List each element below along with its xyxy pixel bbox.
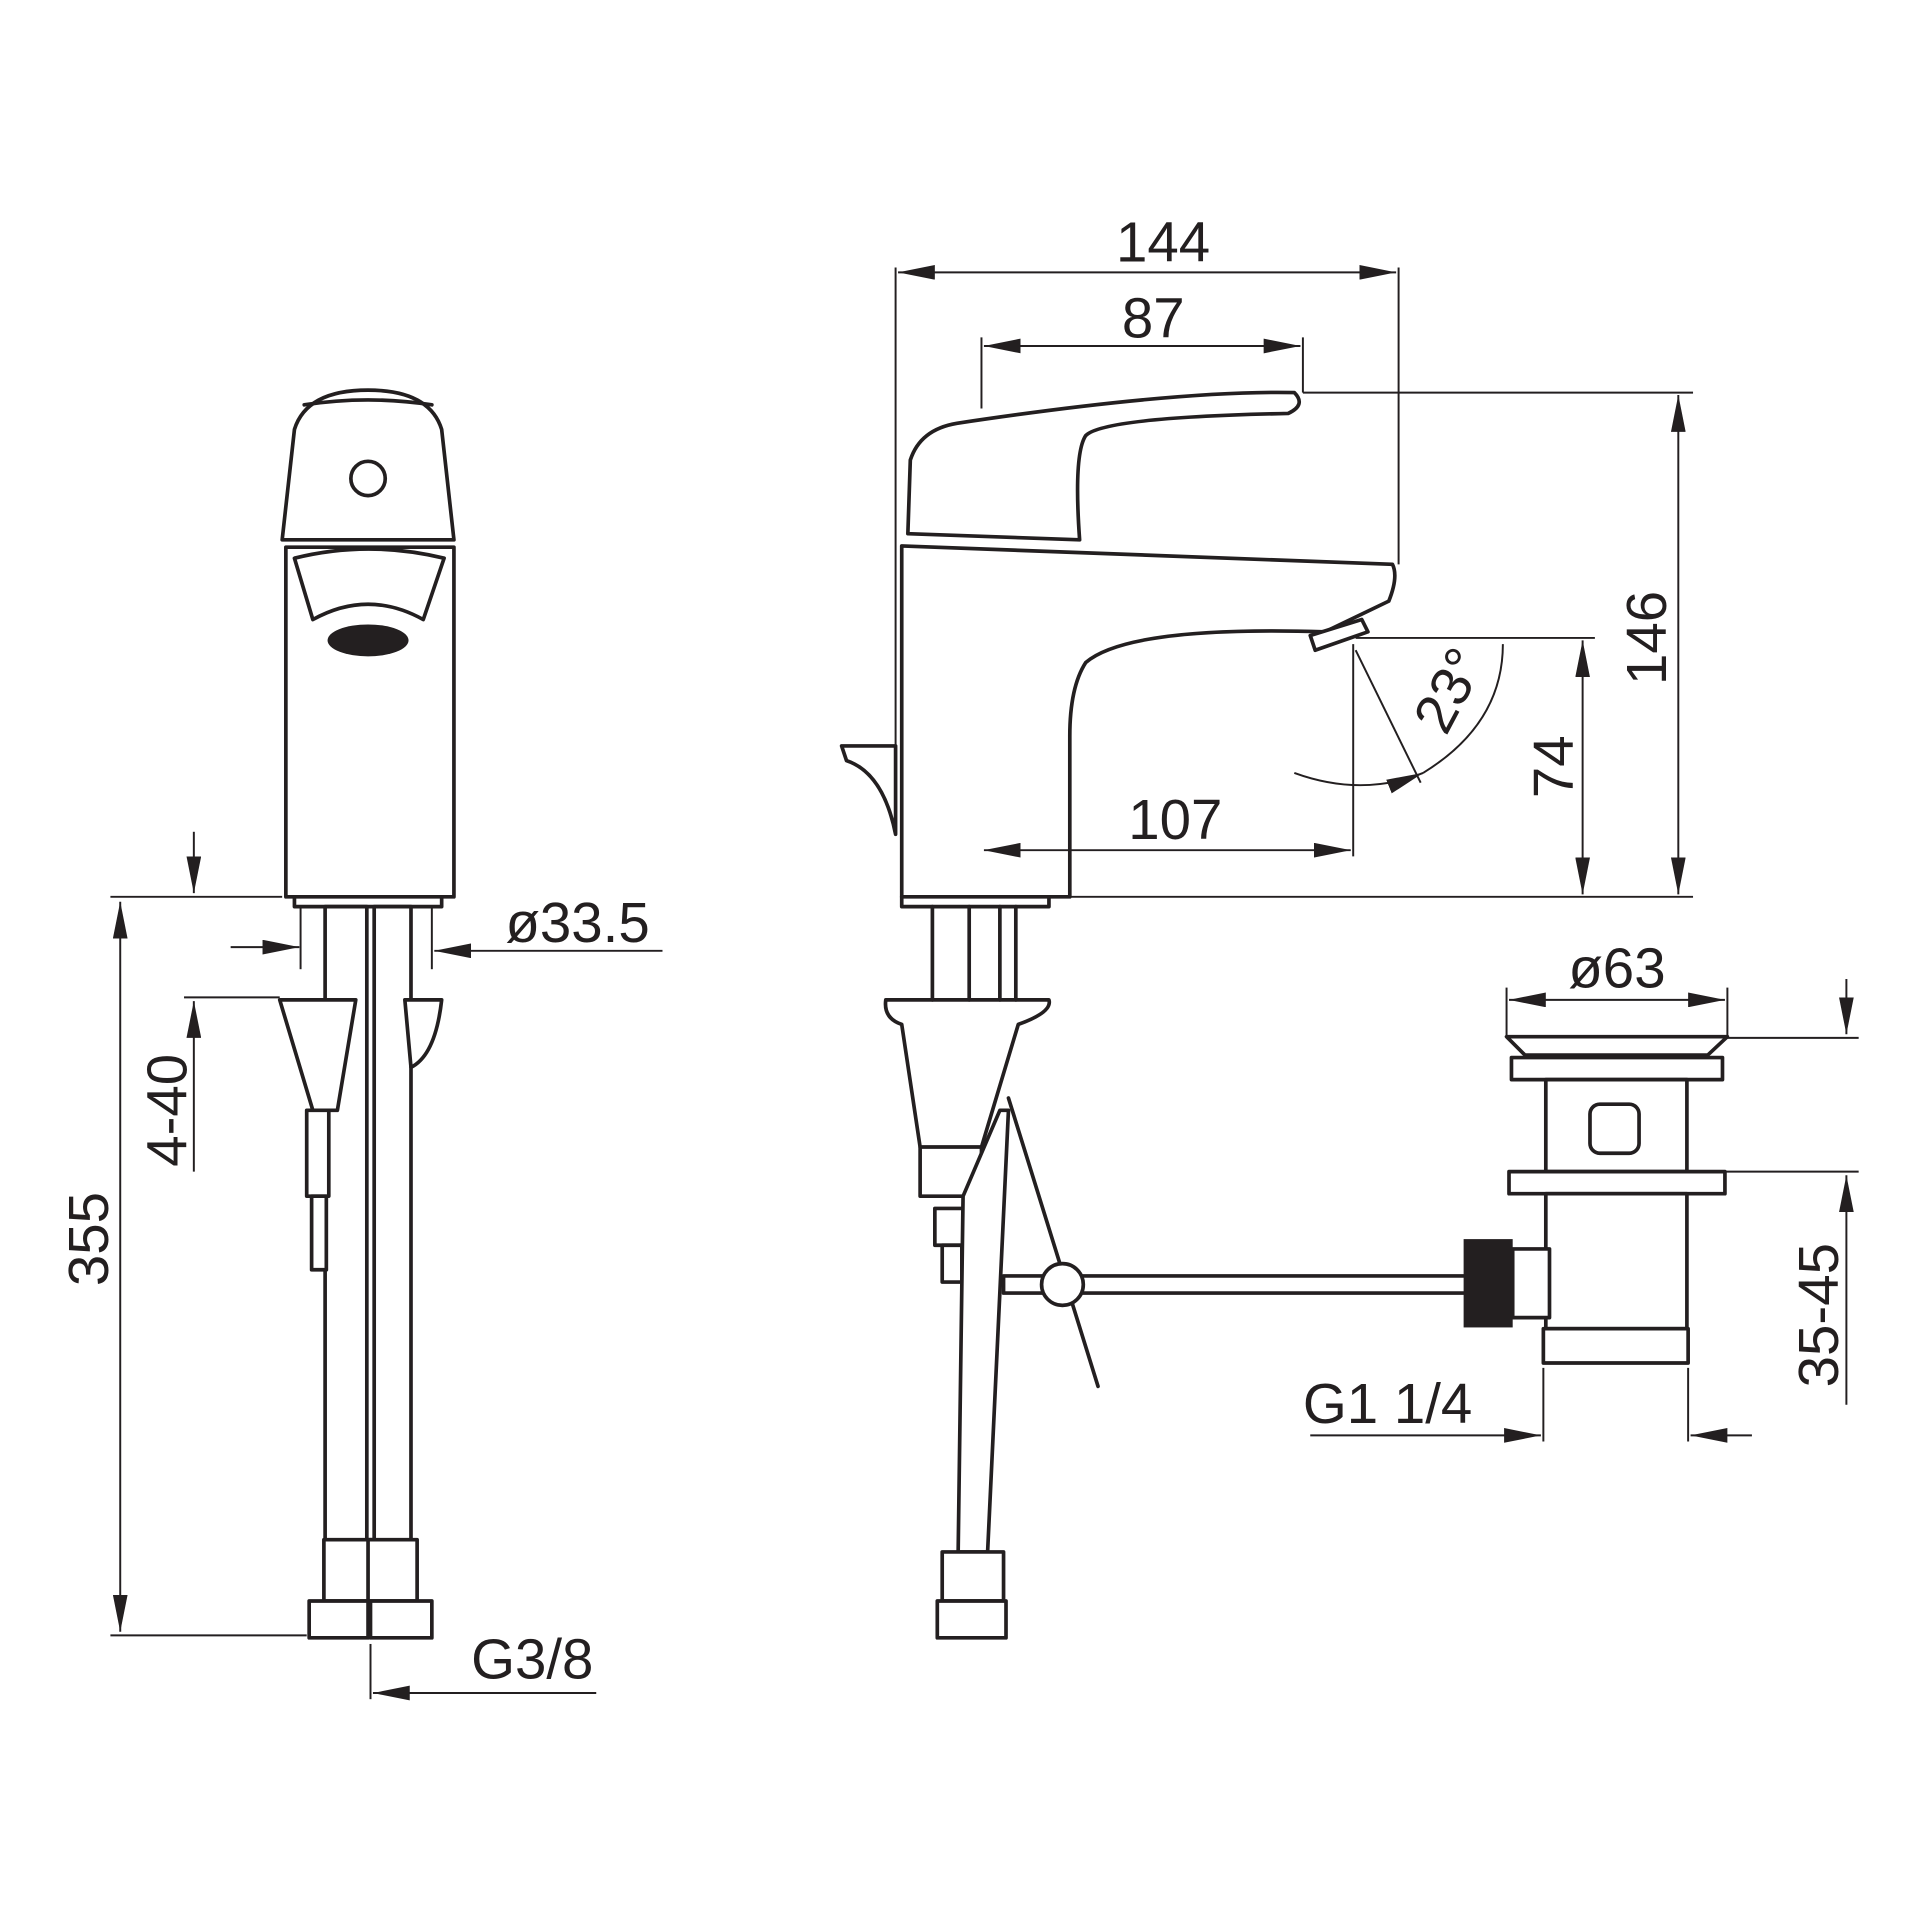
dim-handle-reach: 87 (1122, 286, 1185, 349)
dim-spout-height: 74 (1522, 735, 1585, 798)
front-view: 355 4-40 ø33.5 G3/8 (57, 388, 663, 1701)
dim-waste-thread: G1 1/4 (1303, 1372, 1472, 1435)
dim-waste-deck-thickness: 35-45 (1787, 1243, 1850, 1387)
waste-nut (1463, 1239, 1513, 1328)
side-lever (906, 390, 1302, 542)
dim-spout-angle: 23° (1401, 638, 1497, 743)
dim-hose-length: 355 (57, 1192, 120, 1286)
dim-waste-diameter: ø63 (1568, 937, 1665, 1000)
side-view: 144 87 146 74 107 23° ø63 35-45 G1 1/4 (839, 210, 1859, 1640)
handle-indicator-icon (349, 459, 388, 498)
dim-deck-thickness: 4-40 (135, 1054, 198, 1167)
front-handle (280, 388, 456, 542)
dim-overall-height: 146 (1615, 591, 1678, 685)
dim-overall-width: 144 (1116, 210, 1210, 273)
side-body (899, 544, 1397, 899)
front-aerator (327, 624, 409, 657)
dim-body-diameter: ø33.5 (505, 891, 649, 954)
dim-spout-reach: 107 (1128, 788, 1222, 851)
dim-hose-thread: G3/8 (471, 1627, 593, 1690)
waste-flange (1504, 1034, 1730, 1057)
